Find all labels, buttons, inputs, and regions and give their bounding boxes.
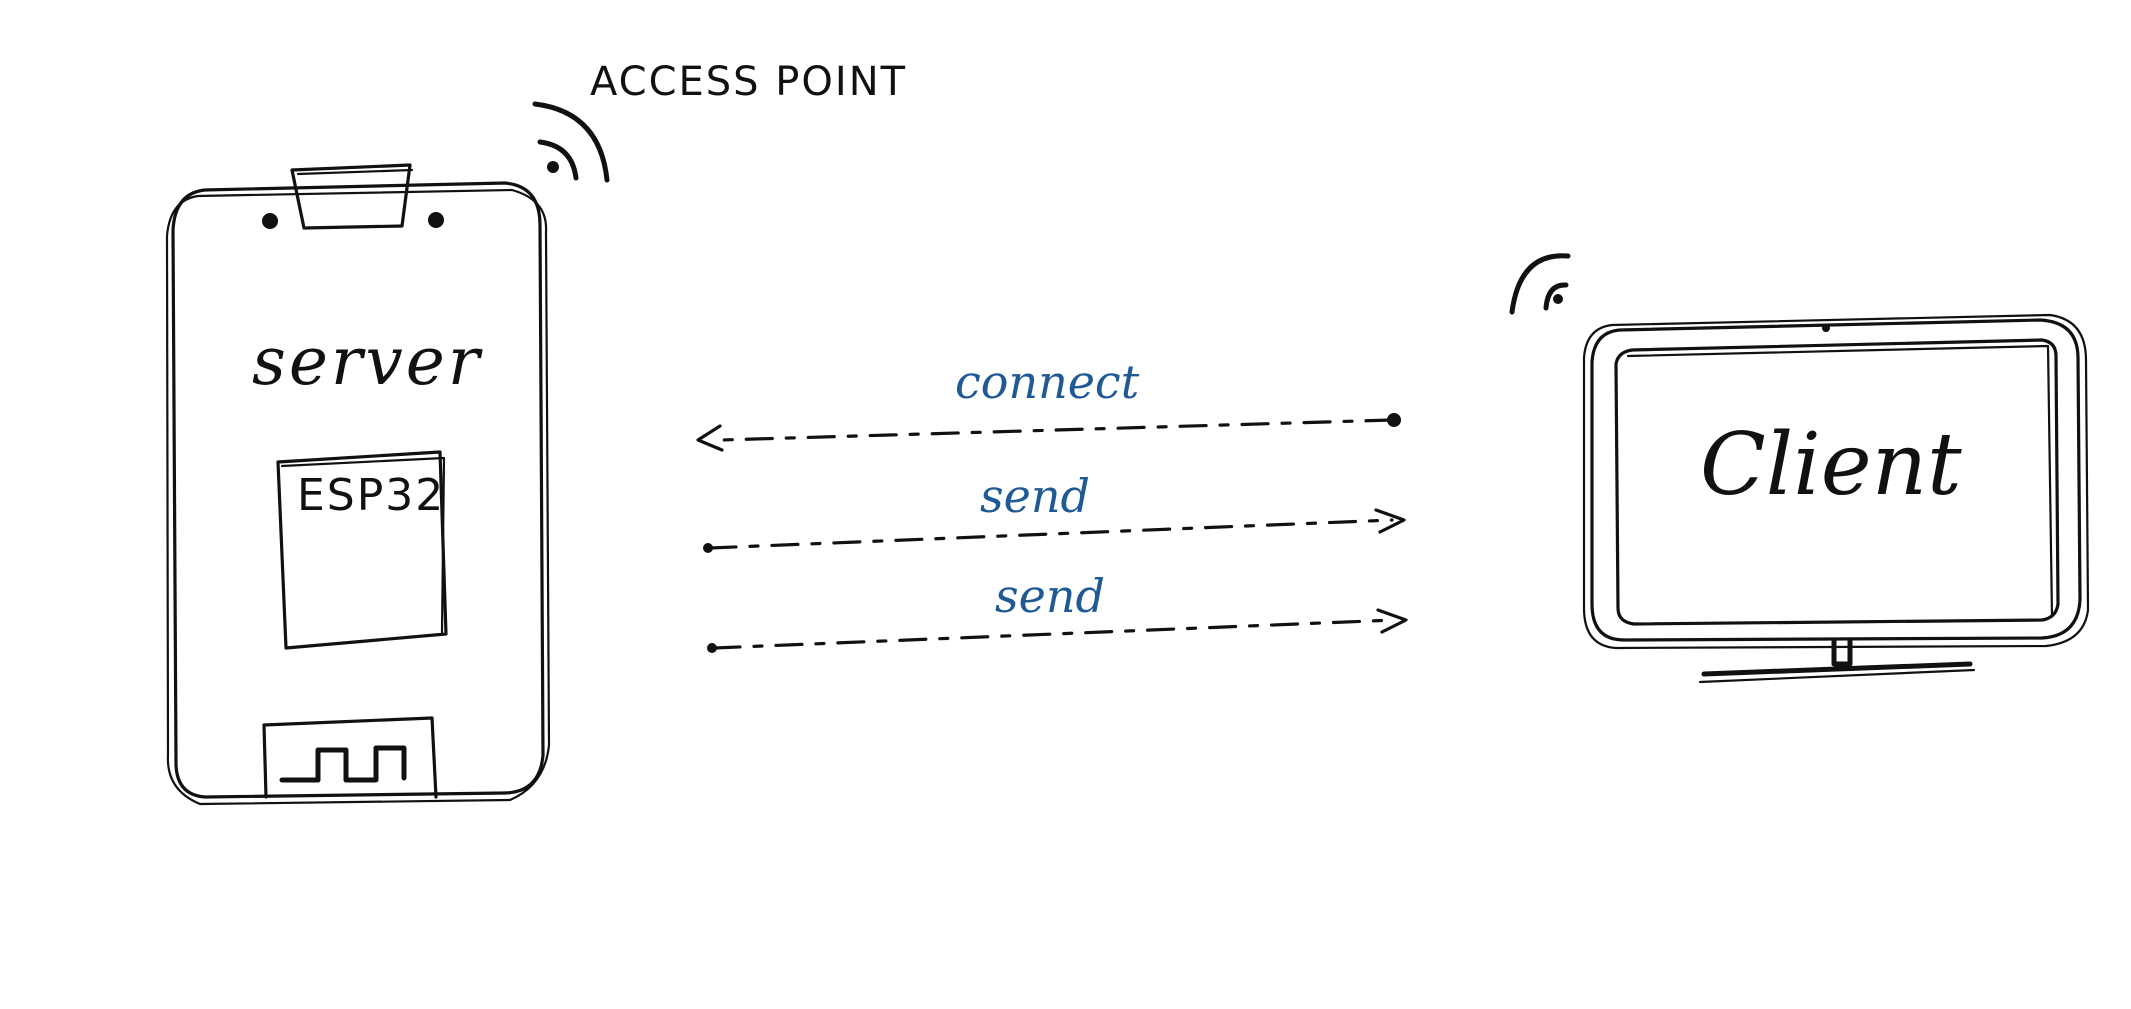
message-label-send-2: send <box>995 569 1105 623</box>
message-label-connect: connect <box>955 355 1140 409</box>
server-label: server <box>252 323 483 400</box>
server-wifi-icon <box>532 101 610 183</box>
client-monitor <box>1582 313 2090 684</box>
access-point-label: ACCESS POINT <box>590 59 907 105</box>
server-board <box>165 163 551 806</box>
client-label: Client <box>1700 415 1962 515</box>
client-wifi-icon <box>1509 253 1571 315</box>
message-send-1: send <box>703 469 1406 553</box>
chip-label: ESP32 <box>297 470 445 521</box>
message-connect: connect <box>696 355 1401 452</box>
message-send-2: send <box>707 569 1408 653</box>
message-label-send-1: send <box>980 469 1090 523</box>
